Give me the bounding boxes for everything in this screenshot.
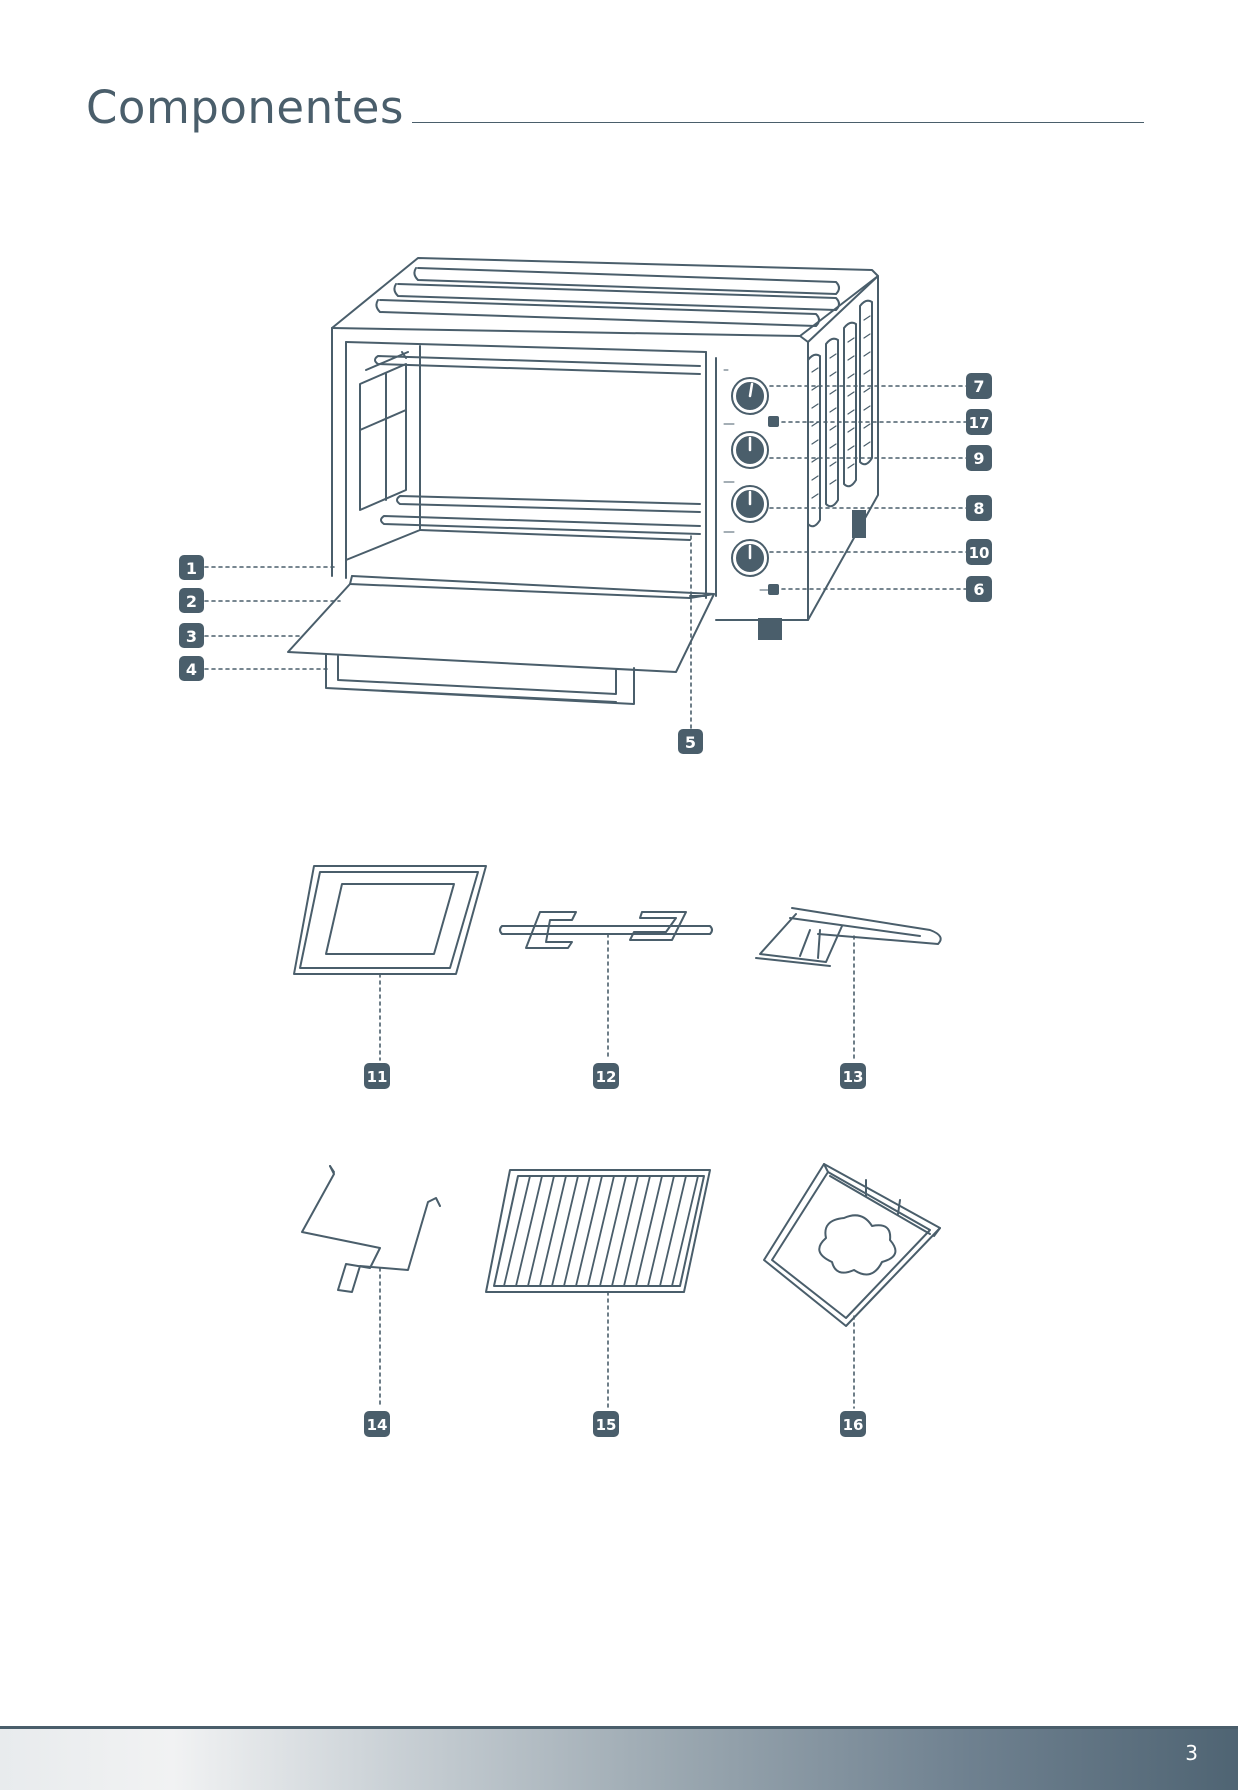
svg-text:3: 3 xyxy=(186,627,197,646)
callout-badge-16: 16 xyxy=(840,1411,866,1437)
svg-text:17: 17 xyxy=(969,414,990,432)
oven-knobs xyxy=(723,369,779,595)
page-title: Componentes xyxy=(86,78,412,138)
page-number: 3 xyxy=(1185,1741,1198,1765)
accessory-crumb-tray xyxy=(763,1163,941,1327)
callout-badge-14: 14 xyxy=(364,1411,390,1437)
svg-text:7: 7 xyxy=(973,377,984,396)
callout-badge-15: 15 xyxy=(593,1411,619,1437)
svg-text:6: 6 xyxy=(973,580,984,599)
svg-text:13: 13 xyxy=(843,1068,864,1086)
callout-badge-3: 3 xyxy=(179,623,204,648)
oven-illustration xyxy=(287,257,879,705)
title-block: Componentes xyxy=(86,78,1144,138)
callout-badge-13: 13 xyxy=(840,1063,866,1089)
callout-badge-6: 6 xyxy=(966,576,992,602)
callout-badge-7: 7 xyxy=(966,373,992,399)
accessory-spit-handle xyxy=(755,907,942,967)
callout-badge-4: 4 xyxy=(179,656,204,681)
svg-text:15: 15 xyxy=(596,1416,617,1434)
svg-text:16: 16 xyxy=(843,1416,864,1434)
oven-foot xyxy=(758,618,782,640)
svg-text:12: 12 xyxy=(596,1068,617,1086)
svg-text:4: 4 xyxy=(186,660,197,679)
callout-badge-8: 8 xyxy=(966,495,992,521)
svg-text:9: 9 xyxy=(973,449,984,468)
svg-text:1: 1 xyxy=(186,559,197,578)
svg-text:8: 8 xyxy=(973,499,984,518)
svg-text:10: 10 xyxy=(969,544,990,562)
side-vents xyxy=(807,299,873,528)
callout-badge-5: 5 xyxy=(678,729,703,754)
callout-badge-11: 11 xyxy=(364,1063,390,1089)
svg-text:14: 14 xyxy=(367,1416,388,1434)
callout-badge-17: 17 xyxy=(966,409,992,435)
callout-badge-9: 9 xyxy=(966,445,992,471)
accessory-wire-rack xyxy=(485,1169,711,1293)
title-rule xyxy=(86,122,1144,123)
accessory-rotisserie-spit xyxy=(499,911,713,949)
accessory-baking-tray xyxy=(293,865,487,975)
callout-badge-2: 2 xyxy=(179,588,204,613)
oven-foot xyxy=(852,510,866,538)
leader-lines xyxy=(204,385,969,1409)
svg-text:5: 5 xyxy=(685,733,696,752)
callout-badge-12: 12 xyxy=(593,1063,619,1089)
accessory-rack-handle xyxy=(301,1165,441,1293)
callout-badge-10: 10 xyxy=(966,539,992,565)
callout-badges: 1 2 3 4 5 7 17 9 xyxy=(179,373,992,1437)
callout-badge-1: 1 xyxy=(179,555,204,580)
svg-text:11: 11 xyxy=(367,1068,388,1086)
svg-text:2: 2 xyxy=(186,592,197,611)
page-footer: 3 xyxy=(0,1726,1238,1790)
